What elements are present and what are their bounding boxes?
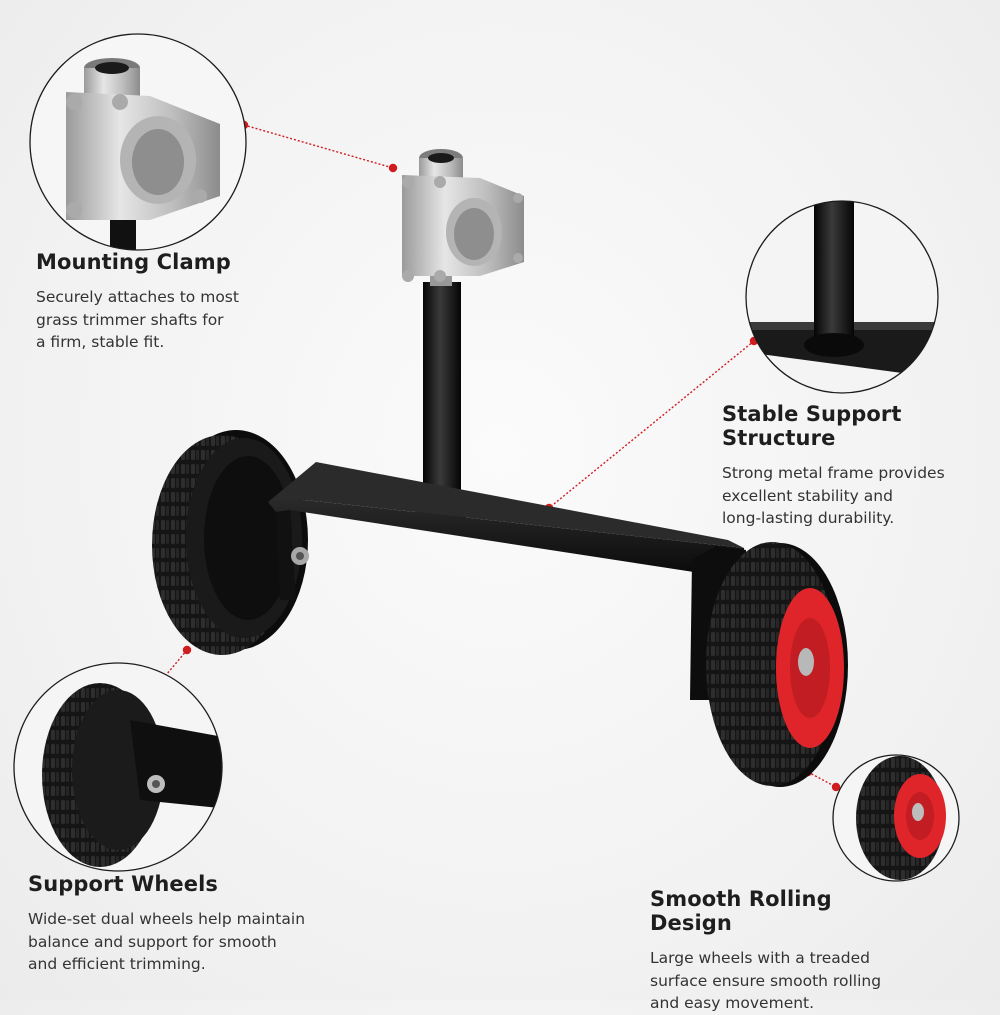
feature-description: Large wheels with a treaded surface ensu… xyxy=(650,947,900,1015)
desc-line: and efficient trimming. xyxy=(28,955,206,973)
desc-line: Wide-set dual wheels help maintain xyxy=(28,910,306,928)
desc-line: Securely attaches to most xyxy=(36,288,239,306)
left-wheel xyxy=(152,430,308,655)
detail-circle-frame xyxy=(745,200,939,394)
desc-line: balance and support for smooth xyxy=(28,932,277,951)
feature-description: Strong metal frame provides excellent st… xyxy=(722,462,992,530)
desc-line: Large wheels with a treaded xyxy=(650,949,871,967)
feature-description: Wide-set dual wheels help maintain balan… xyxy=(28,908,318,976)
desc-line: grass trimmer shafts for xyxy=(36,310,224,329)
feature-title: Smooth Rolling Design xyxy=(650,887,832,935)
feature-support-wheels: Support Wheels Wide-set dual wheels help… xyxy=(28,872,318,976)
feature-smooth-rolling: Smooth Rolling Design Large wheels with … xyxy=(650,887,900,1015)
feature-title: Support Wheels xyxy=(28,872,218,896)
feature-mounting-clamp: Mounting Clamp Securely attaches to most… xyxy=(36,250,296,354)
mounting-clamp xyxy=(402,149,524,286)
desc-line: a firm, stable fit. xyxy=(36,333,165,351)
right-wheel xyxy=(706,542,848,787)
feature-title: Stable Support Structure xyxy=(722,402,902,450)
detail-circle-hub xyxy=(832,754,960,882)
detail-circle-wheel xyxy=(13,662,223,872)
feature-description: Securely attaches to most grass trimmer … xyxy=(36,286,251,354)
feature-stable-support: Stable Support Structure Strong metal fr… xyxy=(722,402,992,530)
desc-line: surface ensure smooth rolling xyxy=(650,971,882,990)
support-frame xyxy=(268,462,746,700)
desc-line: and easy movement. xyxy=(650,994,815,1012)
detail-circle-clamp xyxy=(29,33,247,251)
feature-title: Mounting Clamp xyxy=(36,250,231,274)
desc-line: long-lasting durability. xyxy=(722,509,895,527)
desc-line: Strong metal frame provides xyxy=(722,464,945,482)
desc-line: excellent stability and xyxy=(722,486,893,505)
